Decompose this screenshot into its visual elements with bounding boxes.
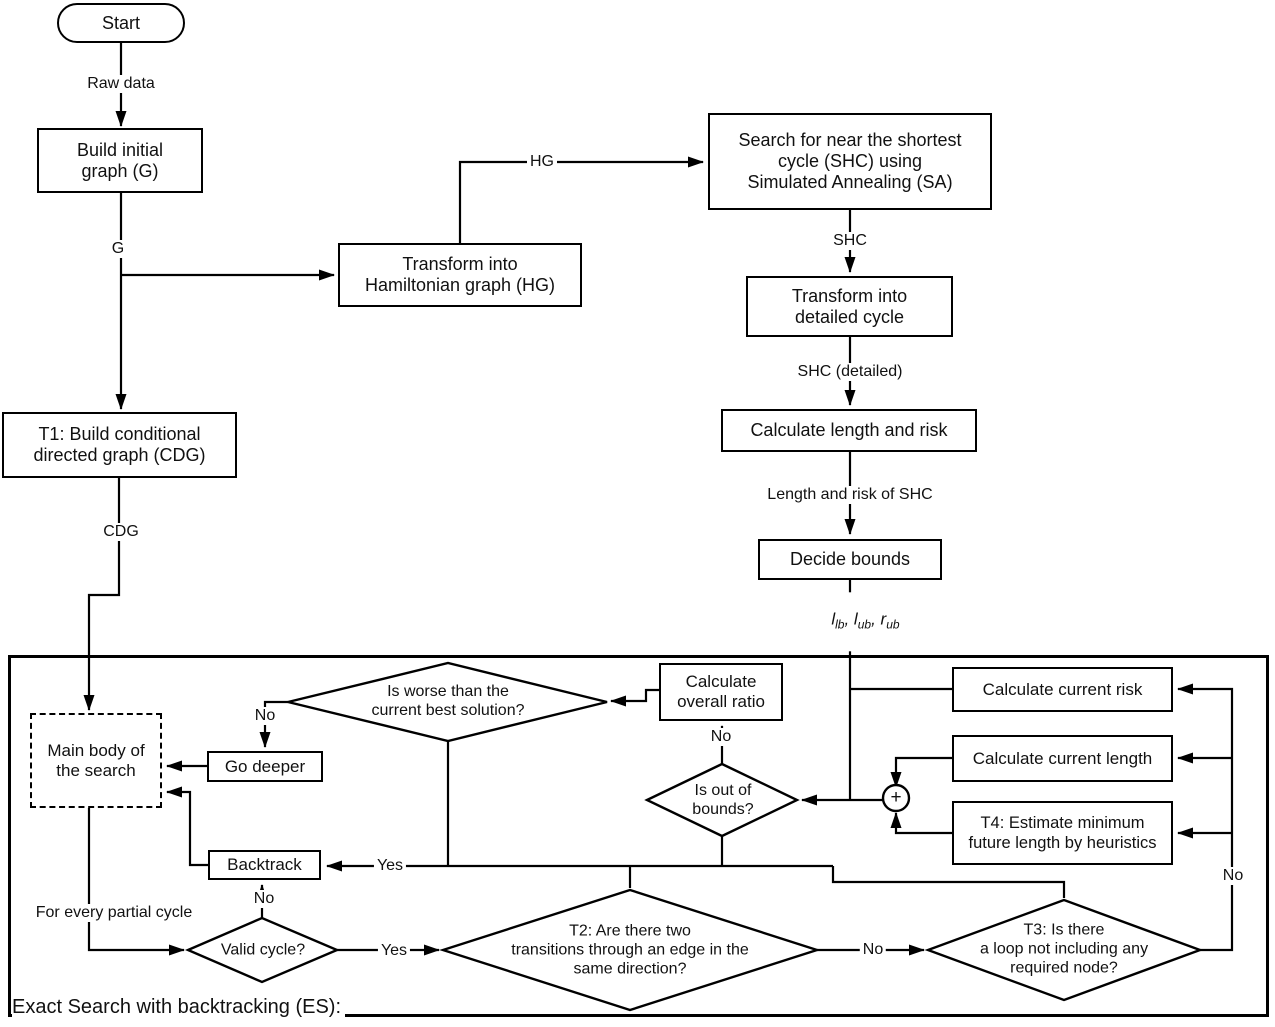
t4-estimate-node: T4: Estimate minimum future length by he… (952, 801, 1173, 865)
edge-length-sum (890, 756, 952, 788)
edge-t4-sum (890, 812, 952, 835)
edge-main-valid (87, 808, 185, 956)
edge-hg-sa (458, 156, 704, 243)
no-label-t3: No (859, 941, 887, 959)
go-deeper-node: Go deeper (207, 751, 323, 782)
decision-t2-shape (439, 888, 821, 1012)
no-label-go-deeper: No (251, 707, 279, 725)
decide-bounds-node: Decide bounds (758, 539, 942, 580)
calculate-current-length-node: Calculate current length (952, 735, 1173, 782)
backtrack-node: Backtrack (208, 850, 321, 880)
edge-t1-main (83, 478, 121, 711)
transform-detailed-cycle-node: Transform into detailed cycle (746, 276, 953, 337)
shc-detailed-label: SHC (detailed) (794, 363, 906, 381)
transform-hamiltonian-node: Transform into Hamiltonian graph (HG) (338, 243, 582, 307)
decision-valid-cycle-shape (184, 916, 341, 984)
main-body-node: Main body of the search (30, 713, 162, 808)
decision-is-worse: Is worse than the current best solution? (371, 683, 525, 719)
edge-ratio-worse (610, 688, 659, 707)
bounds-variables-label: llb, lub, rub (809, 592, 903, 652)
no-label-ratio: No (707, 728, 735, 746)
t1-build-cdg-node: T1: Build conditional directed graph (CD… (2, 412, 237, 478)
decision-is-worse-shape (287, 661, 608, 743)
for-every-partial-cycle-label: For every partial cycle (32, 904, 196, 922)
edge-worse-no-deeper (259, 700, 288, 748)
calculate-current-risk-node: Calculate current risk (952, 667, 1173, 712)
length-risk-label: Length and risk of SHC (764, 486, 936, 504)
edge-backtrack-main (166, 786, 208, 867)
g-label: G (108, 240, 128, 258)
decision-valid-cycle: Valid cycle? (220, 941, 306, 959)
yes-label-backtrack: Yes (373, 857, 407, 875)
no-label-right: No (1219, 867, 1247, 885)
build-initial-graph-node: Build initial graph (G) (37, 128, 203, 193)
edge-t3-no-risk (1177, 683, 1234, 952)
decision-t2-two-transitions: T2: Are there two transitions through an… (511, 922, 749, 978)
calculate-length-risk-node: Calculate length and risk (721, 409, 977, 452)
decision-is-out-of-bounds-shape (644, 762, 800, 838)
sum-junction: + (890, 787, 902, 809)
shc-label: SHC (830, 232, 870, 250)
edge-horizontal-t3 (831, 866, 1066, 898)
no-label-backtrack: No (250, 890, 278, 908)
start-node: Start (57, 3, 185, 43)
decision-t3-loop: T3: Is there a loop not including any re… (979, 921, 1149, 977)
decision-t3-shape (924, 898, 1204, 1002)
raw-data-label: Raw data (84, 75, 158, 93)
calculate-overall-ratio-node: Calculate overall ratio (659, 663, 783, 721)
sa-search-node: Search for near the shortest cycle (SHC)… (708, 113, 992, 210)
yes-label-t2: Yes (377, 942, 411, 960)
cdg-label: CDG (100, 523, 142, 541)
decision-is-out-of-bounds: Is out of bounds? (692, 782, 754, 818)
hg-label: HG (527, 153, 557, 171)
sum-junction-shape (881, 783, 911, 813)
es-container-label: Exact Search with backtracking (ES): (12, 996, 346, 1018)
